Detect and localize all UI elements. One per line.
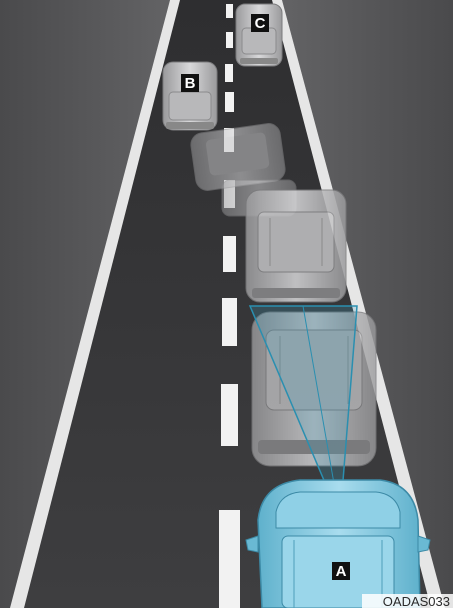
figure-code: OADAS033 [383, 594, 450, 608]
vehicle-a-label: A [336, 563, 347, 580]
vehicle-b [163, 62, 217, 130]
vehicle-b-label: B [185, 75, 196, 92]
vehicle-c [236, 4, 282, 66]
vehicle-c-label: C [255, 15, 266, 32]
lane-change-vehicle [246, 190, 346, 302]
vehicle-a [246, 480, 430, 608]
